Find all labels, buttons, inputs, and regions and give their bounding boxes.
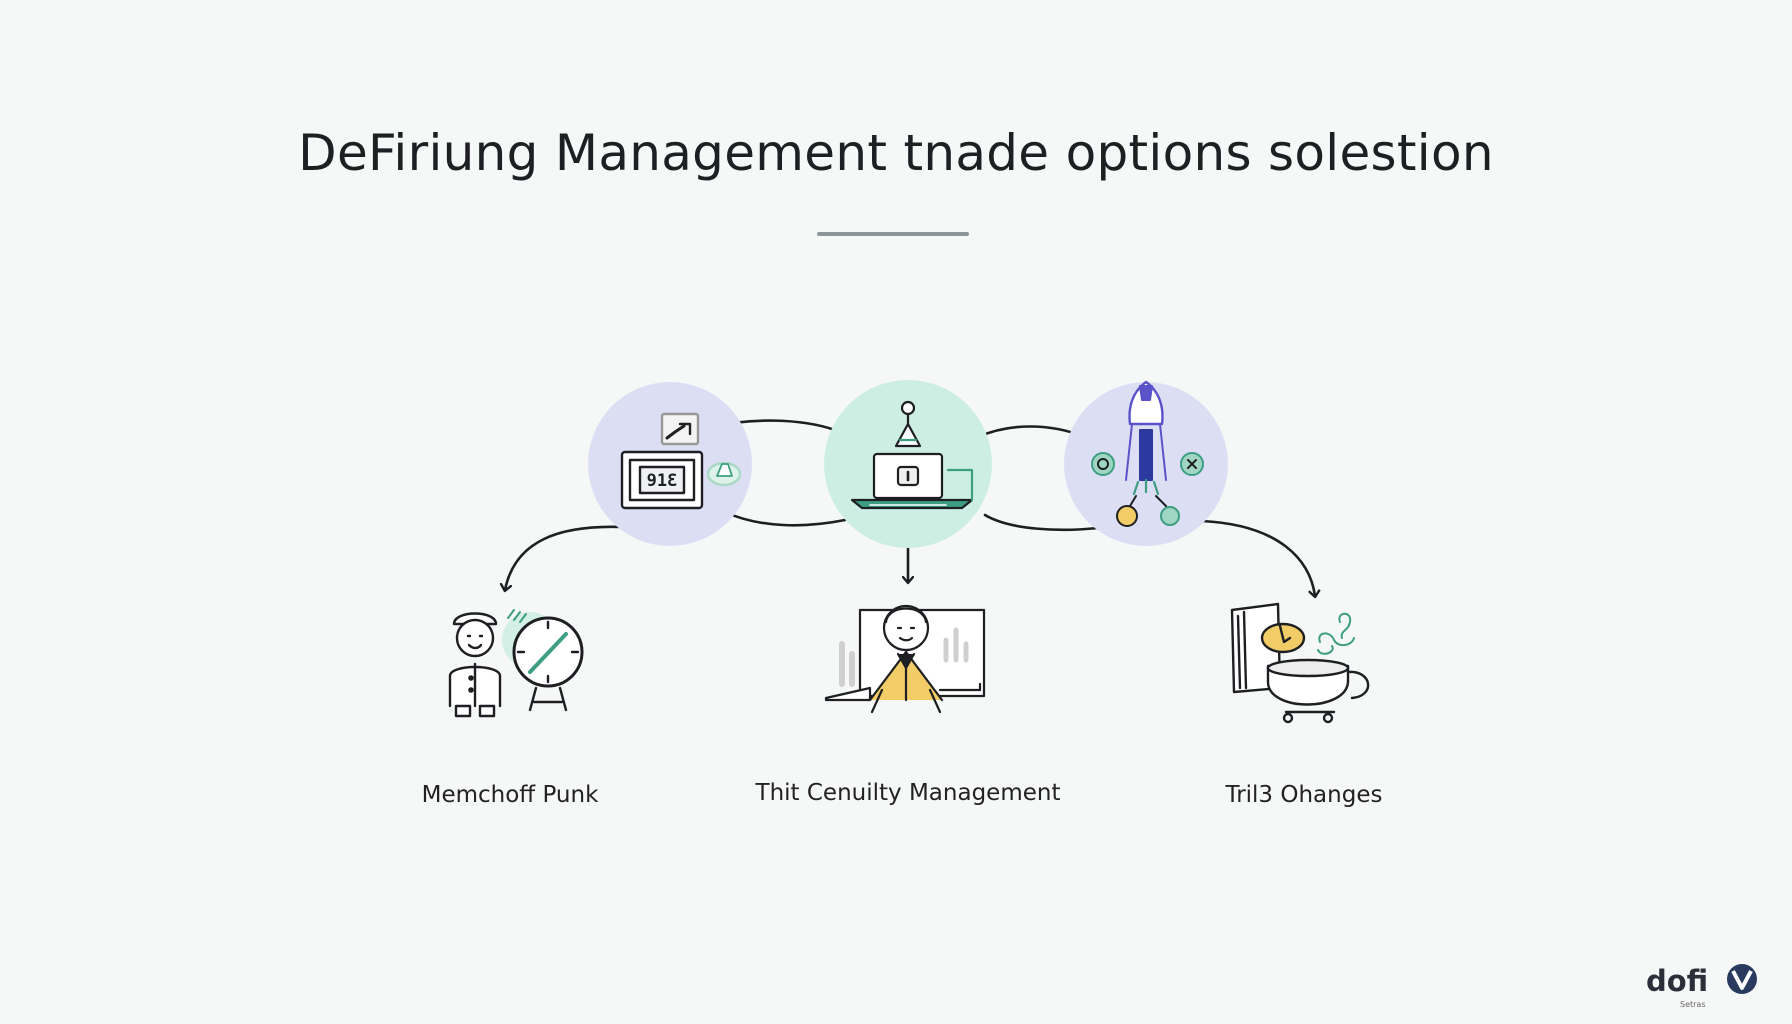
laptop-lock-icon	[850, 400, 974, 510]
connector-top-2	[976, 425, 1087, 439]
arrow-right	[1200, 519, 1315, 596]
connector-bottom-2	[983, 513, 1100, 532]
wallet-screen-icon: 91Ɛ	[620, 412, 742, 510]
person-clock-icon	[448, 609, 584, 718]
title-divider	[817, 232, 969, 236]
rocket-coins-icon	[1091, 380, 1204, 527]
brand-logo: dofi Setras	[1646, 962, 1757, 1012]
connector-bottom-1	[723, 510, 847, 527]
book-teacup-icon	[1230, 602, 1370, 724]
logo-text: dofi	[1646, 964, 1709, 998]
node-label-2: Thit Cenuilty Management	[755, 780, 1061, 806]
person-computer-icon	[824, 604, 986, 714]
page-title: DeFiriung Management tnade options soles…	[298, 124, 1494, 182]
logo-mark-icon	[1727, 964, 1757, 994]
svg-text:91Ɛ: 91Ɛ	[647, 471, 678, 491]
arrow-left	[505, 525, 624, 590]
node-label-1: Memchoff Punk	[421, 782, 599, 808]
node-label-3: Tril3 Ohanges	[1225, 782, 1383, 808]
logo-subtext: Setras	[1680, 1000, 1706, 1009]
